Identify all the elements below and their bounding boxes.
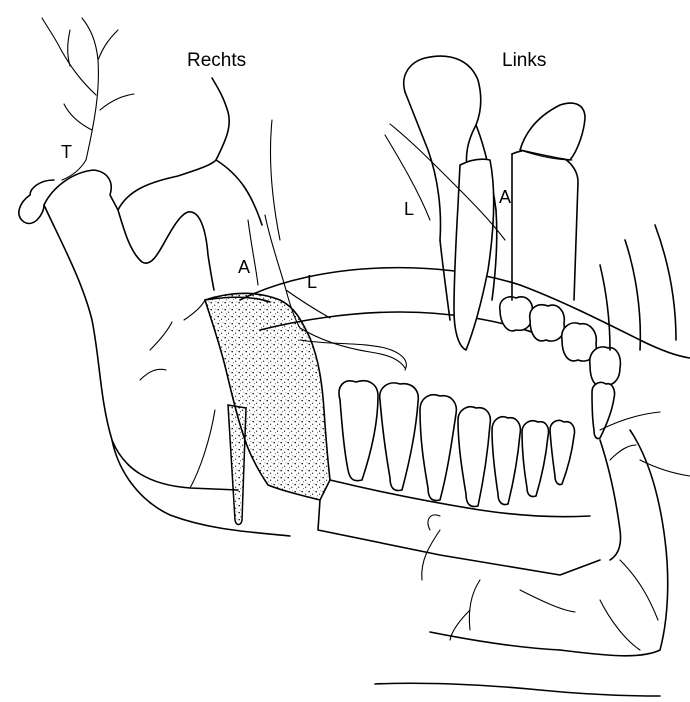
label-right-side: Rechts [187,51,246,70]
lower-teeth [339,381,574,507]
bone-flap [184,293,330,524]
label-left-l: L [404,200,414,218]
label-left-side: Links [502,51,546,70]
label-right-l: L [307,273,317,291]
label-left-a: A [499,188,511,206]
temporal-nerve-branches [42,18,134,180]
label-right-t: T [61,143,72,161]
upper-teeth [500,297,621,439]
label-right-a: A [238,258,250,276]
